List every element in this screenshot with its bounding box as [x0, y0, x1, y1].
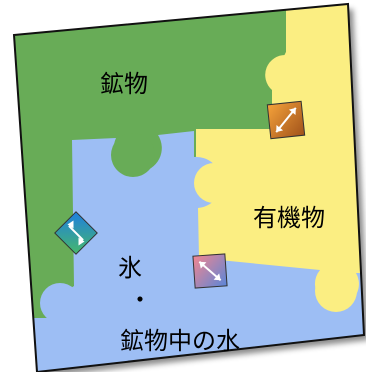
- minerals-label: 鉱物: [100, 70, 148, 98]
- orange-connector-icon: [266, 100, 306, 140]
- water-region: [14, 131, 364, 372]
- minerals-tab: [111, 133, 155, 177]
- water-label-line2: ・: [128, 286, 152, 314]
- water-label-line3: 鉱物中の水: [120, 327, 240, 355]
- organics-label: 有機物: [253, 204, 325, 232]
- organics-tab: [194, 163, 234, 203]
- water-left-tab: [40, 283, 80, 323]
- paper-outline: [12, 2, 366, 372]
- organics-top-tab: [283, 41, 327, 85]
- organics-bottom-tab: [315, 270, 357, 312]
- water-label-line1: 氷: [118, 254, 142, 282]
- blue-connector-icon: [54, 211, 98, 255]
- pink-connector-icon: [192, 253, 228, 289]
